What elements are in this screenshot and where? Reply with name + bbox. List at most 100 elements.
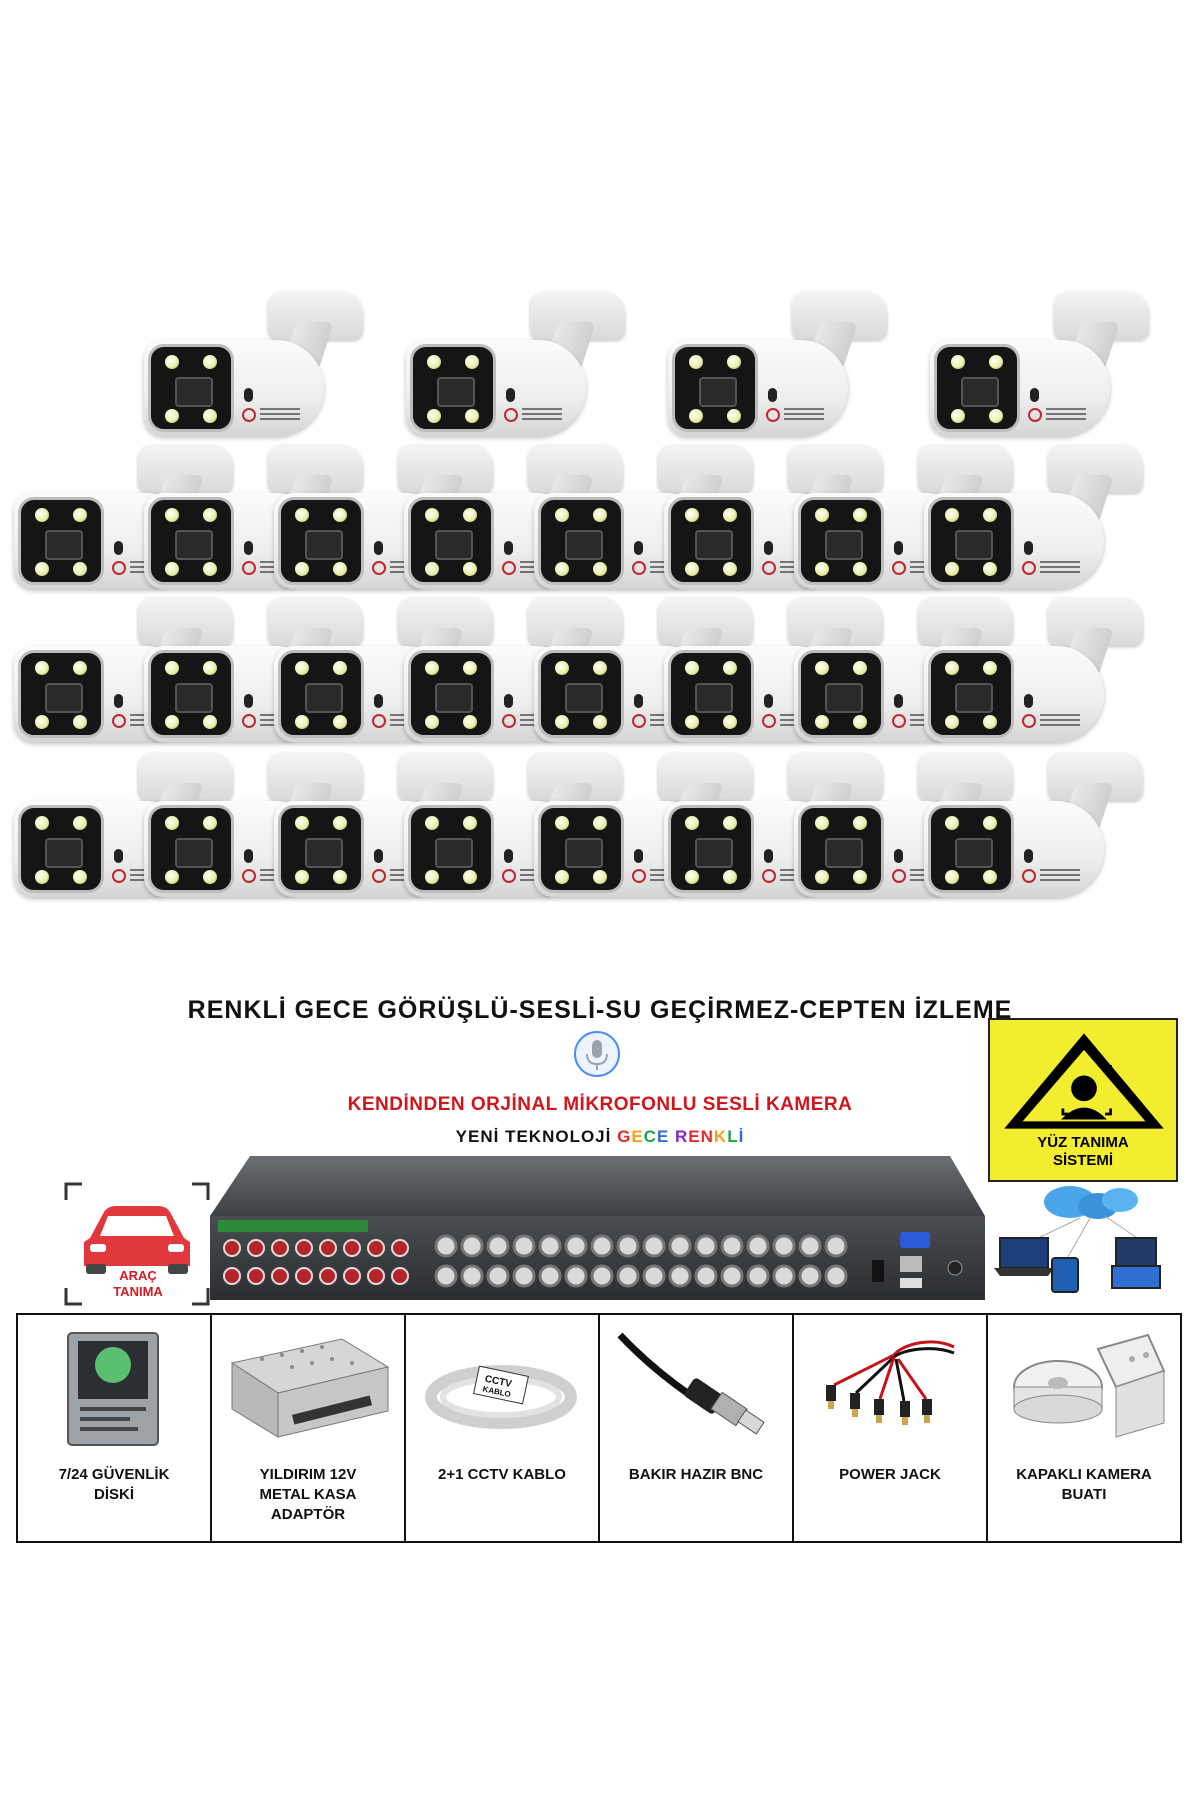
- car-recognition-label: ARAÇ TANIMA: [82, 1268, 194, 1300]
- camera-led: [427, 355, 441, 369]
- camera-led: [853, 870, 867, 884]
- bullet-camera-icon: [138, 292, 368, 452]
- camera-face: [410, 344, 496, 432]
- dvr-bnc-port: [798, 1264, 822, 1288]
- camera-face: [278, 805, 364, 893]
- camera-led: [685, 870, 699, 884]
- camera-led: [35, 661, 49, 675]
- brand-logo-icon: [242, 408, 256, 422]
- camera-led: [815, 508, 829, 522]
- dvr-bnc-port: [772, 1234, 796, 1258]
- accessory-label: KAPAKLI KAMERA BUATI: [1016, 1466, 1152, 1503]
- camera-led: [593, 816, 607, 830]
- camera-led: [203, 870, 217, 884]
- camera-led: [945, 661, 959, 675]
- dvr-bnc-port: [486, 1264, 510, 1288]
- microphone-icon: [894, 849, 903, 863]
- dvr-bnc-ports: [434, 1234, 848, 1288]
- camera-led: [685, 816, 699, 830]
- dvr-bnc-port: [486, 1234, 510, 1258]
- camera-led: [463, 870, 477, 884]
- brand-logo-icon: [1022, 561, 1036, 575]
- camera-led: [983, 715, 997, 729]
- headline-mic-camera: KENDİNDEN ORJİNAL MİKROFONLU SESLİ KAMER…: [347, 1094, 853, 1115]
- camera-led: [815, 715, 829, 729]
- camera-led: [73, 870, 87, 884]
- headline-colored-letter: E: [631, 1127, 644, 1146]
- face-sign-line1: YÜZ TANIMA: [1037, 1134, 1129, 1151]
- camera-led: [815, 562, 829, 576]
- dvr-audio-port: [247, 1239, 265, 1257]
- dvr-audio-port: [319, 1239, 337, 1257]
- camera-led: [593, 715, 607, 729]
- camera-row: [0, 598, 1200, 778]
- accessory-cable: CCTV KABLO 2+1 CCTV KABLO: [406, 1315, 600, 1541]
- cloud-icon: [1044, 1186, 1138, 1219]
- camera-led: [555, 816, 569, 830]
- camera-led: [989, 355, 1003, 369]
- accessory-hard-disk: 7/24 GÜVENLİK DİSKİ: [18, 1315, 212, 1541]
- camera-led: [425, 715, 439, 729]
- camera-led: [689, 355, 703, 369]
- camera-led: [463, 661, 477, 675]
- camera-face: [278, 650, 364, 738]
- bullet-camera-icon: [400, 292, 630, 452]
- camera-lens: [955, 530, 993, 560]
- microphone-icon: [114, 849, 123, 863]
- camera-led: [853, 715, 867, 729]
- power-jack-icon: [826, 1340, 955, 1425]
- camera-led: [73, 661, 87, 675]
- microphone-icon: [114, 541, 123, 555]
- camera-led: [689, 409, 703, 423]
- camera-lens: [825, 530, 863, 560]
- brand-logo-text: [784, 408, 824, 420]
- headline-colored-letter: G: [617, 1127, 632, 1146]
- face-recognition-label: YÜZ TANIMA SİSTEMİ: [990, 1134, 1176, 1170]
- network-devices: [994, 1186, 1161, 1293]
- camera-lens: [695, 838, 733, 868]
- microphone-icon: [764, 694, 773, 708]
- camera-lens: [565, 838, 603, 868]
- headline-colored-letter: İ: [738, 1127, 745, 1146]
- camera-face: [148, 497, 234, 585]
- camera-led: [73, 562, 87, 576]
- camera-led: [35, 562, 49, 576]
- camera-lens: [565, 683, 603, 713]
- camera-led: [723, 715, 737, 729]
- dvr-recorder: [210, 1156, 985, 1300]
- camera-led: [425, 870, 439, 884]
- brand-logo-icon: [632, 714, 646, 728]
- camera-led: [465, 409, 479, 423]
- brand-logo-icon: [762, 869, 776, 883]
- microphone-icon: [1024, 541, 1033, 555]
- microphone-icon: [504, 694, 513, 708]
- dvr-audio-port: [223, 1239, 241, 1257]
- camera-led: [427, 409, 441, 423]
- camera-led: [989, 409, 1003, 423]
- camera-lens: [435, 683, 473, 713]
- accessory-label: 7/24 GÜVENLİK DİSKİ: [58, 1466, 170, 1503]
- camera-led: [333, 816, 347, 830]
- camera-face: [18, 650, 104, 738]
- headline-colored-letter: N: [700, 1127, 714, 1146]
- brand-logo-icon: [112, 714, 126, 728]
- camera-lens: [305, 530, 343, 560]
- camera-lens: [175, 377, 213, 407]
- brand-logo-icon: [762, 561, 776, 575]
- camera-led: [723, 661, 737, 675]
- camera-lens: [45, 838, 83, 868]
- dvr-power-port: [947, 1260, 963, 1276]
- camera-led: [333, 508, 347, 522]
- dvr-bnc-port: [798, 1234, 822, 1258]
- brand-logo-icon: [632, 561, 646, 575]
- camera-led: [727, 355, 741, 369]
- brand-logo-icon: [762, 714, 776, 728]
- camera-face: [538, 805, 624, 893]
- dvr-bnc-port: [590, 1234, 614, 1258]
- camera-led: [165, 715, 179, 729]
- camera-face: [798, 497, 884, 585]
- brand-logo-icon: [1022, 714, 1036, 728]
- brand-logo-icon: [502, 714, 516, 728]
- microphone-icon: [574, 1031, 620, 1077]
- bullet-camera-icon: [662, 292, 892, 452]
